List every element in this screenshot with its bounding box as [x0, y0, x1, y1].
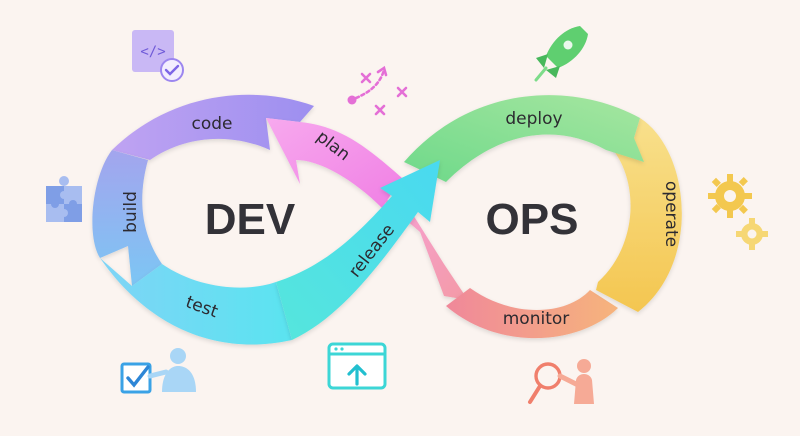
- segment-monitor: [446, 288, 618, 339]
- segment-build: [92, 150, 162, 286]
- segment-operate: [596, 118, 682, 312]
- segment-deploy: [404, 95, 644, 182]
- segment-plan: [266, 118, 402, 208]
- stage-label-monitor: monitor: [503, 309, 570, 329]
- stage-label-code: code: [192, 114, 233, 134]
- segment-test: [100, 258, 292, 345]
- ops-label: OPS: [486, 195, 579, 244]
- svg-text:</>: </>: [140, 44, 165, 60]
- gears-icon: [708, 174, 768, 250]
- stage-label-operate: operate: [661, 181, 681, 247]
- rocket-icon: [534, 26, 588, 82]
- puzzle-icon: [46, 176, 82, 222]
- stage-label-deploy: deploy: [505, 109, 562, 129]
- segment-release: [276, 160, 440, 340]
- magnifier-person-icon: [528, 359, 594, 404]
- release-window-icon: [327, 342, 387, 390]
- code-window-icon: </>: [132, 30, 184, 82]
- segment-plan-tail: [378, 196, 468, 300]
- segment-code: [112, 94, 314, 160]
- dev-label: DEV: [205, 195, 296, 244]
- plan-strategy-icon: [347, 65, 408, 116]
- stage-label-build: build: [121, 191, 141, 233]
- checklist-person-icon: [120, 348, 196, 394]
